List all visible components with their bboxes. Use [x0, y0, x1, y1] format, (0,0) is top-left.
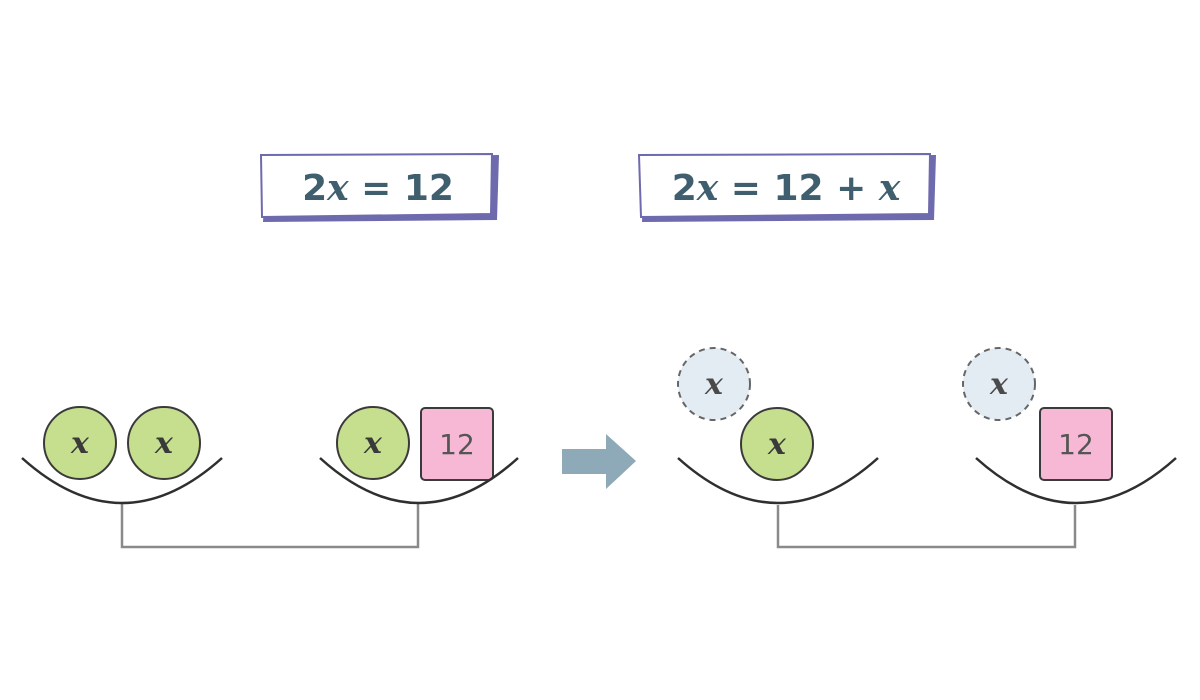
equation-right: 2x = 12 + x	[672, 167, 901, 209]
balance-scale-left: x x x 12	[21, 406, 519, 549]
coin-x: x	[336, 406, 410, 480]
svg-text:12: 12	[439, 428, 475, 461]
scale-beam	[120, 503, 420, 549]
scale-pan-left	[677, 457, 879, 505]
svg-text:x: x	[70, 426, 90, 461]
equation-box-left: 2x = 12	[259, 152, 499, 222]
ghost-coin-x: x	[962, 347, 1036, 421]
svg-text:x: x	[154, 426, 174, 461]
svg-text:x: x	[363, 426, 383, 461]
balance-scale-right: x x x 12	[677, 347, 1177, 549]
svg-text:x: x	[767, 427, 787, 462]
coin-x: x	[127, 406, 201, 480]
scale-pan-left	[21, 457, 223, 505]
equation-box-frame	[637, 152, 932, 219]
equation-box-right: 2x = 12 + x	[637, 152, 936, 222]
arrow-right-icon	[562, 434, 636, 489]
svg-text:12: 12	[1058, 428, 1094, 461]
svg-text:x: x	[704, 367, 724, 402]
coin-x: x	[43, 406, 117, 480]
svg-text:x: x	[989, 367, 1009, 402]
ghost-coin-x: x	[677, 347, 751, 421]
scale-beam	[776, 505, 1077, 549]
coin-x: x	[740, 407, 814, 481]
block-12: 12	[420, 407, 494, 481]
scale-pan-right	[319, 457, 519, 505]
equation-box-frame	[259, 152, 494, 219]
block-12: 12	[1039, 407, 1113, 481]
equation-left: 2x = 12	[302, 167, 454, 209]
scale-pan-right	[975, 457, 1177, 505]
